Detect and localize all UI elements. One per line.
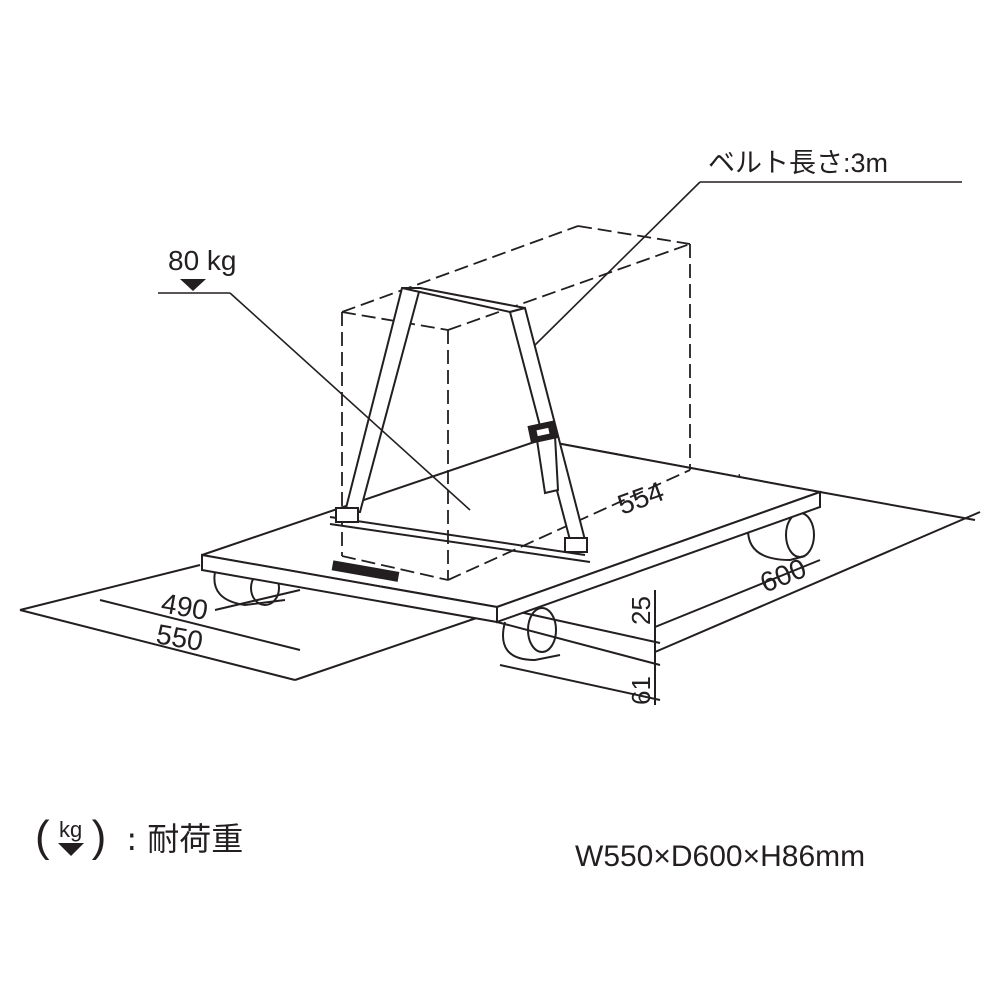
load-capacity-symbol: kg xyxy=(57,816,84,856)
overall-dimensions: W550×D600×H86mm xyxy=(575,840,866,873)
legend-open-paren: ( xyxy=(35,812,50,861)
legend-unit: kg xyxy=(59,816,83,842)
legend-text: : 耐荷重 xyxy=(126,820,244,858)
dim-61: 61 xyxy=(626,676,656,705)
load-triangle-icon xyxy=(57,842,84,856)
legend-close-paren: ) xyxy=(91,812,107,861)
legend: ( kg ) : 耐荷重 xyxy=(35,812,243,862)
belt xyxy=(329,287,591,563)
platform xyxy=(201,438,824,624)
dim-600: 600 xyxy=(756,552,811,598)
leader-lines xyxy=(158,181,962,511)
load-label: 80 kg xyxy=(168,245,237,276)
belt-length-label: ベルト長さ:3m xyxy=(708,148,888,178)
handle-slot xyxy=(331,560,400,582)
dim-25: 25 xyxy=(626,596,656,625)
dim-550: 550 xyxy=(154,618,205,657)
load-triangle-icon xyxy=(180,279,206,291)
